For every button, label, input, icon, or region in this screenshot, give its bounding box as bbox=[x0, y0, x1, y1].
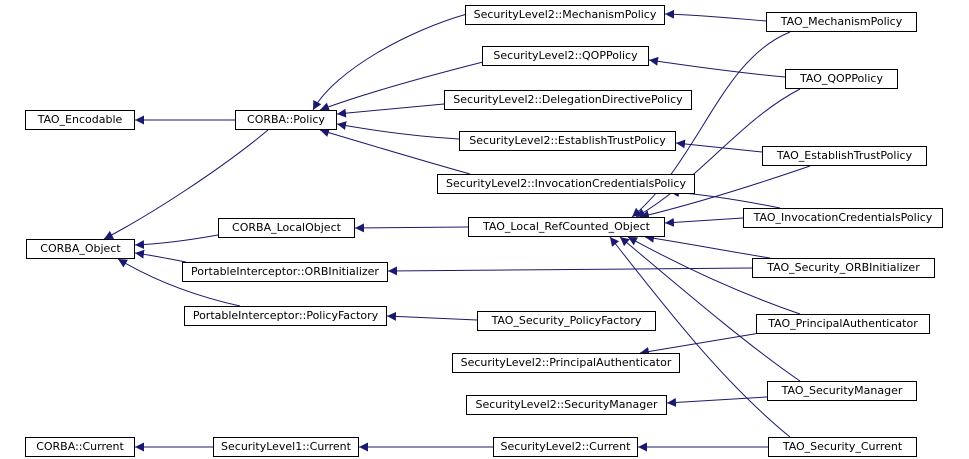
node-tao-establish-trust-policy[interactable]: TAO_EstablishTrustPolicy bbox=[762, 146, 927, 166]
edge-tao-security-policy-factory-to-policy-factory bbox=[386, 311, 478, 321]
node-tao-security-policy-factory[interactable]: TAO_Security_PolicyFactory bbox=[477, 311, 656, 331]
edge-tao-local-refcounted-to-corba-local-object bbox=[354, 223, 469, 233]
edge-tao-invocation-to-tao-local-refcounted bbox=[664, 217, 744, 227]
node-delegation-directive-policy[interactable]: SecurityLevel2::DelegationDirectivePolic… bbox=[444, 90, 692, 110]
node-principal-authenticator[interactable]: SecurityLevel2::PrincipalAuthenticator bbox=[452, 353, 680, 373]
node-tao-principal-authenticator[interactable]: TAO_PrincipalAuthenticator bbox=[756, 314, 930, 334]
node-securitylevel2-current[interactable]: SecurityLevel2::Current bbox=[493, 437, 638, 457]
edge-tao-invocation-to-invocation-policy bbox=[669, 188, 781, 209]
edge-corba-local-object-to-corba-object bbox=[134, 234, 219, 250]
edge-tao-security-orb-initializer-to-tao-local-refcounted bbox=[644, 233, 771, 259]
edge-tao-qop-policy-to-tao-local-refcounted bbox=[635, 88, 801, 218]
node-tao-qop-policy[interactable]: TAO_QOPPolicy bbox=[785, 69, 898, 89]
node-tao-security-current[interactable]: TAO_Security_Current bbox=[768, 437, 917, 457]
node-mechanism-policy[interactable]: SecurityLevel2::MechanismPolicy bbox=[465, 5, 665, 25]
node-tao-mechanism-policy[interactable]: TAO_MechanismPolicy bbox=[766, 12, 917, 32]
edge-corba-policy-to-corba-object bbox=[103, 129, 269, 240]
edge-tao-establish-trust-to-tao-local-refcounted bbox=[639, 165, 811, 220]
node-tao-invocation-credentials-policy[interactable]: TAO_InvocationCredentialsPolicy bbox=[743, 208, 943, 228]
edge-invocation-policy-to-corba-policy bbox=[319, 128, 471, 175]
edge-tao-principal-authenticator-to-principal-authenticator bbox=[639, 332, 761, 356]
edge-tao-qop-policy-to-qop-policy bbox=[648, 56, 786, 78]
edge-mechanism-policy-to-corba-policy bbox=[312, 13, 468, 111]
edge-policy-factory-to-corba-object bbox=[117, 258, 241, 307]
edge-tao-mechanism-policy-to-mechanism-policy bbox=[664, 9, 767, 22]
edge-tao-security-orb-initializer-to-orb-initializer bbox=[387, 266, 753, 276]
edge-tao-security-manager-to-security-manager bbox=[666, 396, 768, 407]
node-tao-security-orb-initializer[interactable]: TAO_Security_ORBInitializer bbox=[752, 258, 935, 278]
edge-tao-security-manager-to-tao-local-refcounted bbox=[619, 236, 801, 382]
node-invocation-credentials-policy[interactable]: SecurityLevel2::InvocationCredentialsPol… bbox=[437, 174, 695, 194]
node-corba-current[interactable]: CORBA::Current bbox=[25, 437, 135, 457]
node-corba-local-object[interactable]: CORBA_LocalObject bbox=[218, 218, 355, 238]
node-orb-initializer[interactable]: PortableInterceptor::ORBInitializer bbox=[182, 262, 388, 282]
node-corba-object[interactable]: CORBA_Object bbox=[26, 239, 135, 259]
node-corba-policy[interactable]: CORBA::Policy bbox=[235, 110, 337, 130]
node-establish-trust-policy[interactable]: SecurityLevel2::EstablishTrustPolicy bbox=[459, 131, 676, 151]
node-qop-policy[interactable]: SecurityLevel2::QOPPolicy bbox=[482, 46, 649, 66]
node-tao-encodable[interactable]: TAO_Encodable bbox=[25, 110, 135, 130]
node-tao-security-manager[interactable]: TAO_SecurityManager bbox=[767, 381, 917, 401]
edge-orb-initializer-to-corba-object bbox=[134, 249, 187, 263]
node-security-manager[interactable]: SecurityLevel2::SecurityManager bbox=[466, 395, 667, 415]
edge-establish-trust-policy-to-corba-policy bbox=[336, 121, 460, 140]
node-policy-factory[interactable]: PortableInterceptor::PolicyFactory bbox=[184, 306, 387, 326]
node-securitylevel1-current[interactable]: SecurityLevel1::Current bbox=[213, 437, 359, 457]
edge-tao-security-current-to-tao-local-refcounted bbox=[609, 236, 791, 438]
node-tao-local-refcounted-object[interactable]: TAO_Local_RefCounted_Object bbox=[468, 217, 665, 237]
edge-qop-policy-to-corba-policy bbox=[319, 61, 484, 112]
edge-delegation-policy-to-corba-policy bbox=[336, 103, 445, 118]
edge-tao-principal-authenticator-to-tao-local-refcounted bbox=[627, 236, 801, 315]
edge-tao-establish-trust-to-establish-trust bbox=[675, 139, 763, 153]
